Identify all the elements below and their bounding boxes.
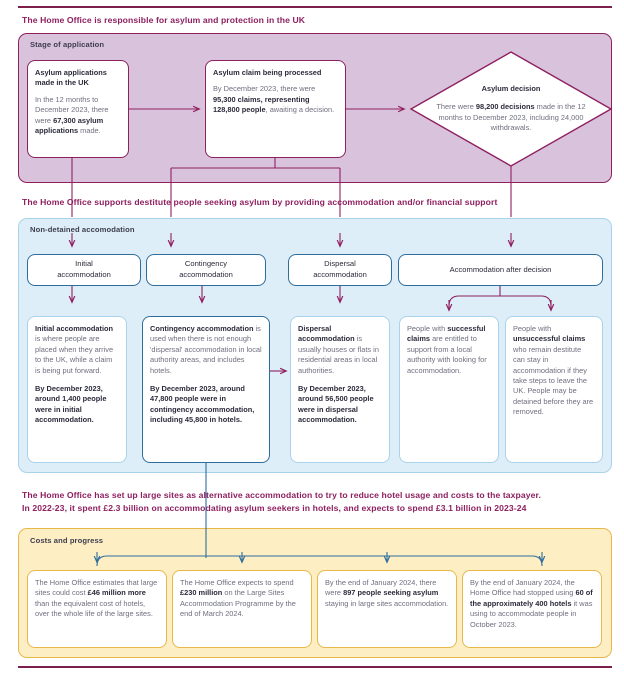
unsuccessful-claims-detail-body: People with unsuccessful claims who rema… bbox=[513, 324, 594, 417]
initial-accommodation-detail-body: Initial accommodation is where people ar… bbox=[35, 324, 114, 375]
asylum-applications-body: In the 12 months to December 2023, there… bbox=[35, 94, 109, 136]
asylum-claim-processed-box[interactable]: Asylum claim being processed By December… bbox=[205, 60, 346, 158]
accommodation-after-decision-header-label: Accommodation after decision bbox=[449, 264, 552, 274]
large-sites-cost-box[interactable]: The Home Office estimates that large sit… bbox=[27, 570, 167, 648]
asylum-decision-text: Asylum decision There were 98,200 decisi… bbox=[409, 50, 613, 168]
contingency-accommodation-detail[interactable]: Contingency accommodation is used when t… bbox=[142, 316, 270, 463]
section3-heading: The Home Office has set up large sites a… bbox=[22, 490, 541, 513]
initial-accommodation-detail[interactable]: Initial accommodation is where people ar… bbox=[27, 316, 127, 463]
hotels-stopped-box[interactable]: By the end of January 2024, the Home Off… bbox=[462, 570, 602, 648]
dispersal-accommodation-detail-body: Dispersal accommodation is usually house… bbox=[298, 324, 379, 375]
large-sites-cost-body: The Home Office estimates that large sit… bbox=[35, 578, 158, 619]
large-sites-programme-spend-box[interactable]: The Home Office expects to spend £230 mi… bbox=[172, 570, 312, 648]
dispersal-accommodation-detail-body2: By December 2023, around 56,500 people w… bbox=[298, 384, 374, 425]
contingency-accommodation-detail-body2: By December 2023, around 47,800 people w… bbox=[150, 384, 255, 425]
asylum-applications-title: Asylum applications made in the UK bbox=[35, 68, 107, 88]
accommodation-after-decision-header[interactable]: Accommodation after decision bbox=[398, 254, 603, 286]
top-divider-rule bbox=[18, 6, 612, 8]
asylum-applications-box[interactable]: Asylum applications made in the UK In th… bbox=[27, 60, 129, 158]
people-in-large-sites-box[interactable]: By the end of January 2024, there were 8… bbox=[317, 570, 457, 648]
costs-and-progress-label: Costs and progress bbox=[30, 536, 104, 545]
dispersal-accommodation-detail[interactable]: Dispersal accommodation is usually house… bbox=[290, 316, 390, 463]
non-detained-accommodation-label: Non-detained accomodation bbox=[30, 225, 135, 234]
asylum-decision-body: There were 98,200 decisions made in the … bbox=[436, 101, 586, 133]
unsuccessful-claims-detail[interactable]: People with unsuccessful claims who rema… bbox=[505, 316, 603, 463]
successful-claims-detail-body: People with successful claims are entitl… bbox=[407, 324, 487, 375]
section1-heading: The Home Office is responsible for asylu… bbox=[22, 15, 306, 25]
contingency-accommodation-detail-body: Contingency accommodation is used when t… bbox=[150, 324, 262, 375]
asylum-claim-processed-body: By December 2023, there were 95,300 clai… bbox=[213, 84, 335, 115]
asylum-decision-title: Asylum decision bbox=[481, 84, 541, 94]
successful-claims-detail[interactable]: People with successful claims are entitl… bbox=[399, 316, 499, 463]
bottom-divider-rule bbox=[18, 666, 612, 668]
people-in-large-sites-body: By the end of January 2024, there were 8… bbox=[325, 578, 449, 608]
stage-of-application-label: Stage of application bbox=[30, 40, 105, 49]
asylum-claim-processed-title: Asylum claim being processed bbox=[213, 68, 322, 77]
hotels-stopped-body: By the end of January 2024, the Home Off… bbox=[470, 578, 593, 629]
initial-accommodation-detail-body2: By December 2023, around 1,400 people we… bbox=[35, 384, 107, 425]
section2-heading: The Home Office supports destitute peopl… bbox=[22, 197, 498, 207]
large-sites-programme-spend-body: The Home Office expects to spend £230 mi… bbox=[180, 578, 296, 619]
asylum-decision-diamond[interactable]: Asylum decision There were 98,200 decisi… bbox=[409, 50, 613, 168]
